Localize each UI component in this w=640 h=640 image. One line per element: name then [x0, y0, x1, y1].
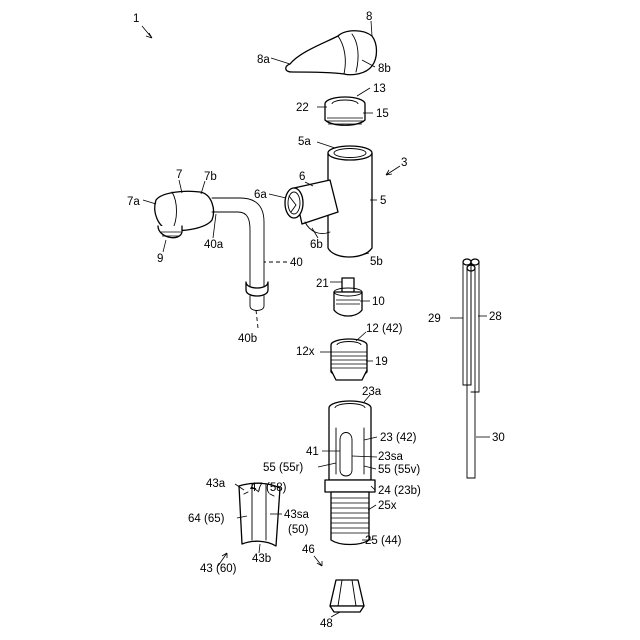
label-43a: 43a — [206, 478, 226, 490]
label-40: 40 — [290, 257, 303, 269]
label-5a: 5a — [298, 136, 311, 148]
cap-ring — [325, 97, 365, 125]
faucet-body — [285, 146, 372, 257]
label-8: 8 — [366, 11, 372, 23]
label-50: (50) — [288, 524, 309, 536]
label-48: 48 — [320, 618, 333, 630]
label-23-42: 23 (42) — [380, 432, 417, 444]
label-64-65: 64 (65) — [188, 513, 225, 525]
label-19: 19 — [375, 356, 388, 368]
label-6b: 6b — [310, 239, 323, 251]
label-55-55v: 55 (55v) — [378, 464, 420, 476]
mounting-sleeve — [325, 401, 375, 545]
cartridge — [334, 278, 362, 316]
hose — [212, 198, 268, 311]
label-6: 6 — [299, 171, 305, 183]
label-41: 41 — [306, 446, 319, 458]
label-24-23b: 24 (23b) — [378, 485, 421, 497]
label-6a: 6a — [254, 189, 267, 201]
label-15: 15 — [376, 108, 389, 120]
label-43sa: 43sa — [284, 509, 310, 521]
label-12-42: 12 (42) — [366, 323, 403, 335]
label-7: 7 — [176, 169, 182, 181]
label-8a: 8a — [257, 54, 270, 66]
label-22: 22 — [296, 102, 309, 114]
label-5: 5 — [380, 195, 386, 207]
label-10: 10 — [372, 296, 385, 308]
label-28: 28 — [489, 311, 502, 323]
label-43-60: 43 (60) — [200, 563, 237, 575]
label-12x: 12x — [296, 346, 315, 358]
label-23a: 23a — [362, 386, 382, 398]
spout-head — [155, 191, 214, 237]
label-40b: 40b — [238, 333, 257, 345]
label-47-58: 47 (58) — [250, 482, 287, 494]
label-9: 9 — [157, 253, 163, 265]
supply-rods — [463, 259, 479, 478]
label-23sa: 23sa — [378, 451, 404, 463]
label-21: 21 — [316, 278, 329, 290]
label-29: 29 — [428, 313, 441, 325]
label-13: 13 — [373, 83, 386, 95]
label-25x: 25x — [378, 500, 397, 512]
lever-handle — [286, 31, 377, 75]
threaded-nut — [331, 339, 367, 380]
label-7b: 7b — [204, 171, 217, 183]
label-8b: 8b — [378, 63, 391, 75]
label-3: 3 — [401, 157, 407, 169]
label-46: 46 — [302, 544, 315, 556]
label-25-44: 25 (44) — [365, 535, 402, 547]
stopper-part — [330, 580, 364, 612]
label-43b: 43b — [252, 553, 271, 565]
reference-labels: 1 8 8a 8b 13 22 15 5a 3 6 6a 5 6b 5b 7 7… — [127, 11, 505, 630]
label-30: 30 — [492, 432, 505, 444]
label-40a: 40a — [204, 239, 224, 251]
label-5b: 5b — [370, 256, 383, 268]
label-7a: 7a — [127, 196, 140, 208]
label-1: 1 — [133, 13, 139, 25]
label-55-55r: 55 (55r) — [263, 462, 303, 474]
